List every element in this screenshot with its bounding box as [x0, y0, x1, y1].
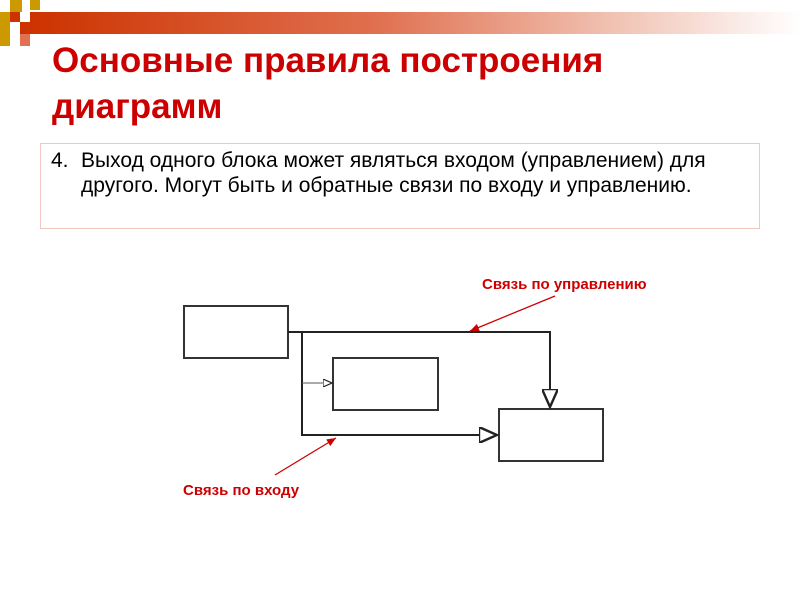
slide-title: Основные правила построения диаграмм [52, 41, 604, 126]
input-link [301, 332, 497, 435]
rule-number: 4. [51, 149, 69, 172]
decor-square [0, 34, 10, 46]
title-bar [30, 12, 800, 34]
rule-box: 4. Выход одного блока может являться вхо… [40, 143, 760, 229]
block-1 [183, 305, 289, 359]
input-pointer [274, 437, 337, 476]
decor-square [30, 0, 40, 10]
control-pointer [469, 295, 556, 332]
block-3 [498, 408, 604, 462]
decor-square [0, 12, 10, 34]
decor-square [20, 22, 32, 34]
control-link [288, 331, 550, 407]
decor-square [20, 34, 30, 46]
label-input-link: Связь по входу [183, 482, 300, 499]
label-control-link: Связь по управлению [482, 276, 647, 293]
decor-square [10, 0, 22, 12]
decor-square [10, 12, 20, 22]
rule-text: Выход одного блока может являться входом… [81, 149, 706, 197]
block-2 [332, 357, 439, 411]
